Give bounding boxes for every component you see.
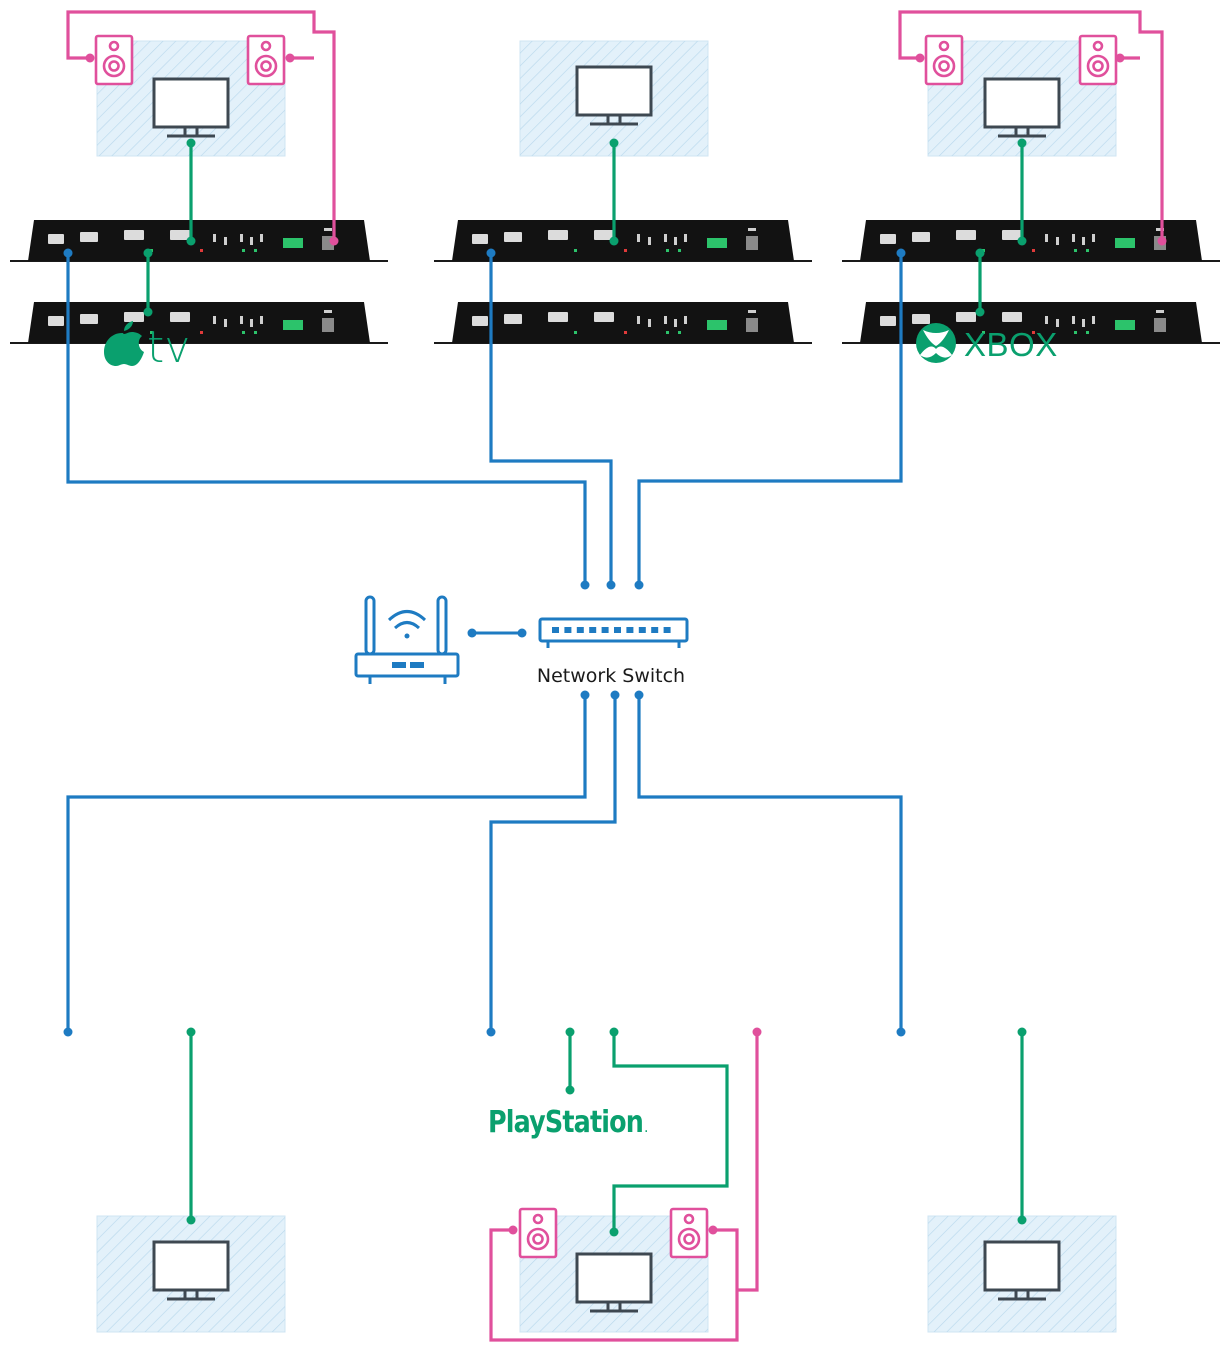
speaker-icon xyxy=(94,34,134,86)
monitor-icon xyxy=(575,1252,653,1313)
hdmi-cable xyxy=(1017,1027,1027,1225)
speaker-cable xyxy=(285,53,314,63)
hdmi-cable xyxy=(1017,138,1027,246)
speaker-icon xyxy=(518,1207,558,1259)
speaker-icon xyxy=(246,34,286,86)
network-cable xyxy=(63,248,590,590)
hdmi-cable xyxy=(186,138,196,246)
monitor-icon xyxy=(983,1240,1061,1301)
monitor-icon xyxy=(983,77,1061,138)
hdmi-cable xyxy=(609,1027,729,1237)
network-cable xyxy=(486,690,620,1037)
router-to-switch-link xyxy=(467,628,527,638)
network-cable xyxy=(486,248,616,590)
hdmi-cable xyxy=(565,1027,575,1095)
network-switch-label: Network Switch xyxy=(537,665,685,687)
speaker-icon xyxy=(924,34,964,86)
monitor-icon xyxy=(152,1240,230,1301)
display-zone xyxy=(96,1215,286,1333)
room-zones xyxy=(94,34,1118,1333)
network-cable xyxy=(634,690,906,1037)
av-over-ip-unit-icon xyxy=(842,220,1220,262)
playstation-trademark-dot: . xyxy=(644,1120,648,1136)
speaker-icon xyxy=(669,1207,709,1259)
hdmi-cable xyxy=(143,248,153,317)
cable-runs xyxy=(63,10,1167,1342)
speaker-cable xyxy=(898,10,1167,246)
monitor-icon xyxy=(152,77,230,138)
av-over-ip-unit-icon xyxy=(434,302,812,344)
speaker-cable xyxy=(737,1027,762,1292)
xbox-source: XBOX xyxy=(916,323,1058,363)
hdmi-cable xyxy=(975,248,985,317)
network-switch-icon xyxy=(538,617,689,648)
av-over-ip-unit-icon xyxy=(10,302,388,344)
speaker-cable xyxy=(66,10,339,246)
playstation-source: PlayStation . xyxy=(488,1105,648,1140)
av-units xyxy=(10,220,1220,344)
av-over-ip-unit-icon xyxy=(434,220,812,262)
xbox-label: XBOX xyxy=(964,326,1058,363)
network-cable xyxy=(634,248,906,590)
monitor-icon xyxy=(575,65,653,126)
display-zone xyxy=(927,1215,1117,1333)
speaker-cable xyxy=(489,1225,739,1342)
speaker-icon xyxy=(1078,34,1118,86)
apple-tv-source: tv xyxy=(104,321,190,373)
apple-logo-icon xyxy=(104,321,144,366)
apple-tv-label: tv xyxy=(147,322,190,373)
xbox-logo-icon xyxy=(916,323,956,363)
speaker-cable xyxy=(1115,53,1140,63)
playstation-label: PlayStation xyxy=(488,1105,643,1140)
wifi-router-icon xyxy=(354,595,460,684)
network-cable xyxy=(63,690,590,1037)
hdmi-cable xyxy=(609,138,619,246)
hdmi-cable xyxy=(186,1027,196,1225)
